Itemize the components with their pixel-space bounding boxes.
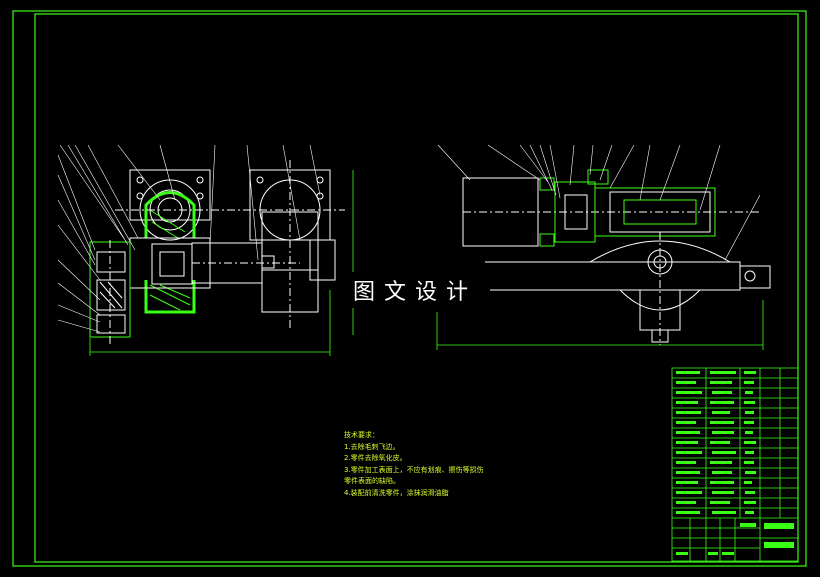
watermark-title: 图文设计 [340,272,490,308]
right-view-assembly [436,144,771,350]
left-view-assembly [57,144,354,356]
inner-frame [34,13,799,563]
technical-notes: 技术要求： 1.去除毛刺飞边。 2.零件去除氧化皮。 3.零件加工表面上，不应有… [344,430,484,499]
notes-item: 2.零件去除氧化皮。 [344,454,407,462]
notes-item: 4.装配前清洗零件，涂抹润滑油脂 [344,488,449,497]
title-block [671,367,799,562]
notes-item: 1.去除毛刺飞边。 [344,442,400,451]
outer-frame [12,10,807,567]
notes-item: 零件表面的缺陷。 [344,477,400,485]
title-block-fill-marks [676,371,756,555]
notes-item: 3.零件加工表面上，不应有划痕、擦伤等损伤 [344,465,484,474]
notes-heading: 技术要求： [344,431,379,439]
